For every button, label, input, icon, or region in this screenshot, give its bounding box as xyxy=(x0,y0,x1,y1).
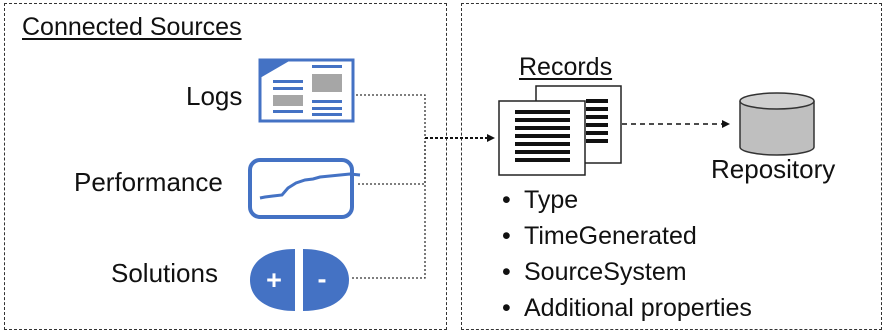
repository-icon xyxy=(739,92,815,156)
source-connectors xyxy=(352,94,426,279)
repository-label: Repository xyxy=(711,154,836,184)
record-property: TimeGenerated xyxy=(502,220,752,256)
logs-label: Logs xyxy=(186,81,243,111)
records-icon xyxy=(498,85,622,176)
connected-sources-panel xyxy=(4,3,447,330)
records-panel xyxy=(461,3,882,330)
connected-sources-title: Connected Sources xyxy=(22,13,242,41)
record-property: SourceSystem xyxy=(502,256,752,292)
minus-icon: - xyxy=(318,264,327,294)
record-property: Type xyxy=(502,184,752,220)
logs-icon xyxy=(258,58,355,123)
record-property: Additional properties xyxy=(502,292,752,328)
record-properties-list: Type TimeGenerated SourceSystem Addition… xyxy=(502,184,752,328)
performance-label: Performance xyxy=(74,167,223,197)
solutions-icon: + - xyxy=(250,249,349,311)
solutions-label: Solutions xyxy=(111,258,218,288)
plus-icon: + xyxy=(266,265,282,295)
records-title: Records xyxy=(519,53,613,81)
performance-icon xyxy=(248,158,361,219)
